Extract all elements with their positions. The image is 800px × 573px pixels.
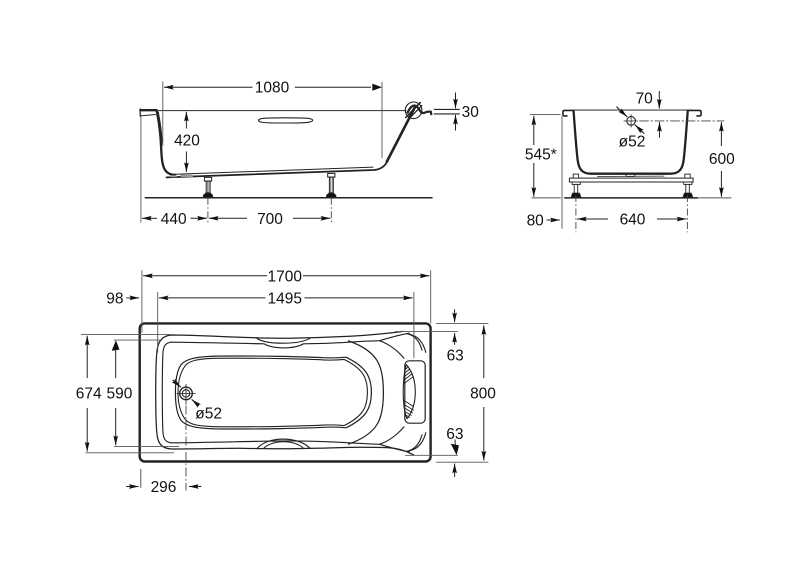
svg-text:ø52: ø52 xyxy=(195,406,222,423)
svg-text:80: 80 xyxy=(527,213,545,230)
svg-text:63: 63 xyxy=(447,348,464,365)
svg-text:600: 600 xyxy=(709,151,735,168)
svg-text:ø52: ø52 xyxy=(619,134,646,151)
svg-text:1495: 1495 xyxy=(267,290,301,307)
svg-text:590: 590 xyxy=(106,386,132,403)
svg-text:70: 70 xyxy=(636,91,654,108)
svg-text:296: 296 xyxy=(151,479,177,496)
svg-text:30: 30 xyxy=(462,104,480,121)
svg-text:440: 440 xyxy=(161,211,187,228)
svg-text:700: 700 xyxy=(257,211,283,228)
svg-text:545*: 545* xyxy=(525,146,557,163)
svg-text:98: 98 xyxy=(106,290,123,307)
svg-text:420: 420 xyxy=(174,133,200,150)
svg-text:63: 63 xyxy=(446,426,463,443)
svg-text:674: 674 xyxy=(76,386,102,403)
svg-text:800: 800 xyxy=(470,385,496,402)
svg-text:640: 640 xyxy=(620,212,646,229)
svg-text:1080: 1080 xyxy=(255,80,290,97)
svg-text:1700: 1700 xyxy=(267,268,302,285)
